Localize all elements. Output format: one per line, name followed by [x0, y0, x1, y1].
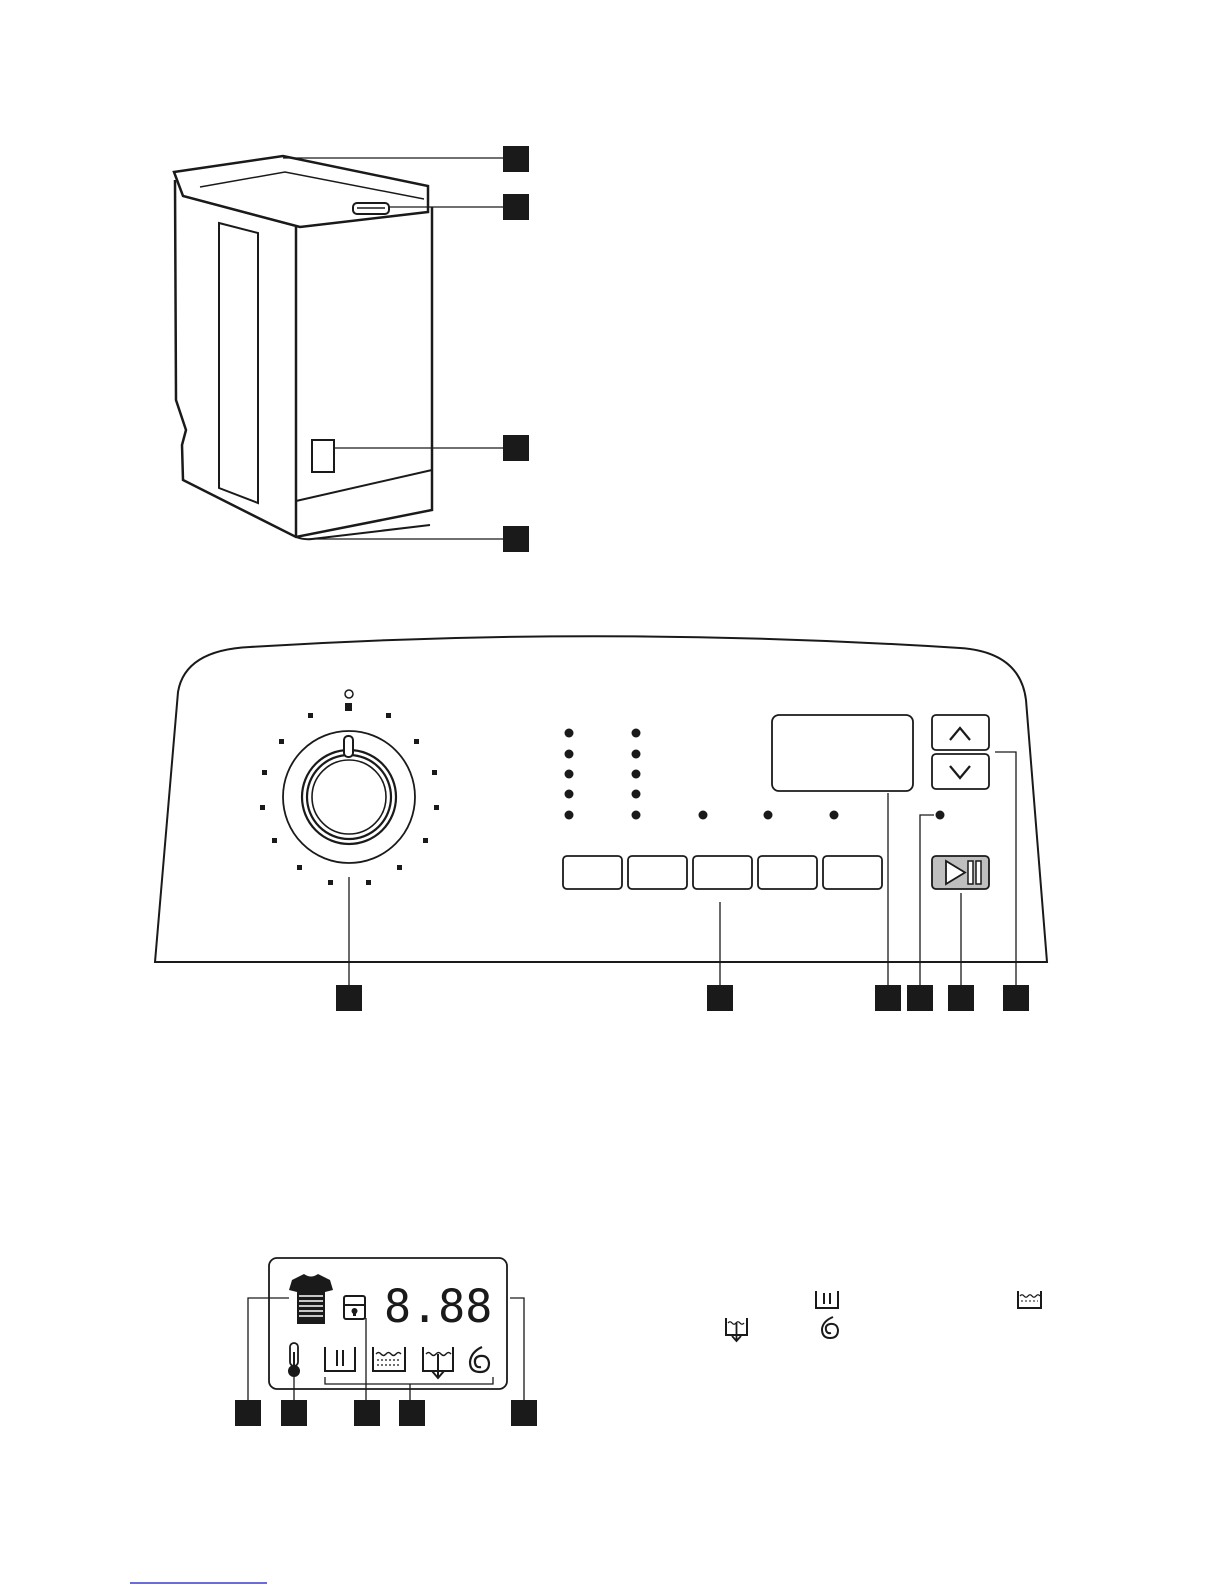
- legend-wash-symbol: [816, 1291, 838, 1308]
- start-pause-button-callout-marker: [948, 985, 974, 1011]
- wash-phase-icon: [325, 1347, 355, 1371]
- programme-knob-callout-marker: [336, 985, 362, 1011]
- option-button-2[interactable]: [628, 856, 687, 889]
- time-buttons-callout-marker: [1003, 985, 1029, 1011]
- start-pause-light: [936, 811, 945, 820]
- start-pause-button[interactable]: [932, 856, 989, 889]
- option-button-1[interactable]: [563, 856, 622, 889]
- door-lock-callout-marker: [354, 1400, 380, 1426]
- chevron-down-icon: [950, 766, 970, 778]
- option-buttons-callout-marker: [707, 985, 733, 1011]
- adjustable-feet-callout-marker: [503, 526, 529, 552]
- control-panel: [155, 636, 1047, 985]
- rinse-phase-icon: [373, 1347, 405, 1371]
- legend-spin-symbol: [822, 1317, 838, 1338]
- digits-callout-marker: [511, 1400, 537, 1426]
- option-button-3[interactable]: [693, 856, 752, 889]
- knob-top-marker: [345, 703, 352, 711]
- pump-flap-callout-marker: [503, 435, 529, 461]
- option-button-5[interactable]: [823, 856, 882, 889]
- lid-callout-marker: [503, 146, 529, 172]
- temperature-callout-marker: [281, 1400, 307, 1426]
- programme-knob[interactable]: [283, 731, 415, 863]
- lid-handle-callout-marker: [503, 194, 529, 220]
- chevron-up-icon: [950, 728, 970, 740]
- washing-machine-illustration: [174, 156, 503, 539]
- pump-flap: [312, 440, 334, 472]
- off-position-icon: [345, 690, 353, 698]
- start-pause-light-callout-marker: [907, 985, 933, 1011]
- drain-phase-icon: [423, 1347, 453, 1378]
- temperature-icon: [288, 1343, 300, 1377]
- option-button-4[interactable]: [758, 856, 817, 889]
- time-up-button[interactable]: [932, 715, 989, 750]
- phase-indicators-callout-marker: [399, 1400, 425, 1426]
- panel-display: [772, 715, 913, 791]
- option-indicator-lights: [565, 729, 839, 820]
- spin-phase-icon: [470, 1347, 489, 1372]
- time-down-button[interactable]: [932, 754, 989, 789]
- display-detail: 8.88: [248, 1258, 524, 1400]
- legend-rinse-symbol: [1018, 1291, 1041, 1308]
- load-indicator-icon: [289, 1274, 333, 1324]
- display-digits: 8.88: [384, 1280, 492, 1333]
- legend-drain-symbol: [726, 1318, 747, 1341]
- door-lock-icon: [344, 1296, 365, 1319]
- load-indicator-callout-marker: [235, 1400, 261, 1426]
- display-callout-marker: [875, 985, 901, 1011]
